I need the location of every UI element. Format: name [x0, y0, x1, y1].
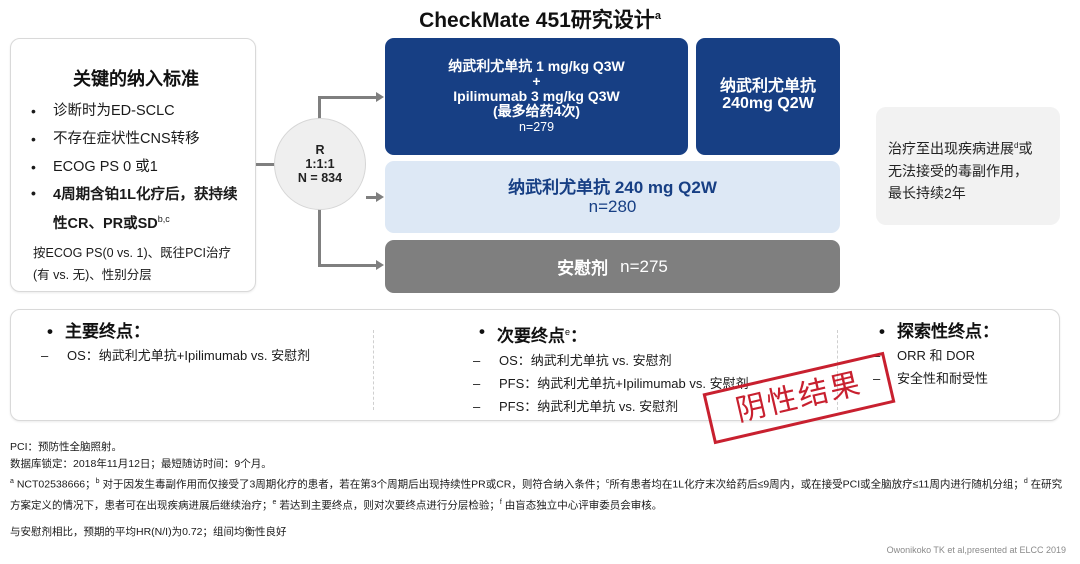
- connector-line: [318, 96, 321, 119]
- randomization-circle: R 1:1:1 N = 834: [274, 118, 366, 210]
- inclusion-heading: 关键的纳入标准: [73, 69, 199, 89]
- connector-line: [256, 163, 275, 166]
- inclusion-item: 4周期含铂1L化疗后，获持续性CR、PR或SDb,c: [29, 181, 243, 236]
- arm-nivo-mono: 纳武利尤单抗 240 mg Q2W n=280: [385, 161, 840, 233]
- arm-nivo-ipi-induction: 纳武利尤单抗 1 mg/kg Q3W + Ipilimumab 3 mg/kg …: [385, 38, 688, 155]
- endpoint-item: PFS：纳武利尤单抗 vs. 安慰剂: [473, 395, 749, 418]
- endpoints-box: 主要终点： OS：纳武利尤单抗+Ipilimumab vs. 安慰剂 次要终点e…: [10, 309, 1060, 421]
- slide-title: CheckMate 451研究设计a: [419, 9, 661, 32]
- citation: Owonikoko TK et al,presented at ELCC 201…: [886, 545, 1066, 555]
- connector-line: [318, 264, 376, 267]
- arrow-icon: [376, 192, 384, 202]
- stratification-note: 按ECOG PS(0 vs. 1)、既往PCI治疗(有 vs. 无)、性别分层: [33, 245, 231, 282]
- inclusion-list: 诊断时为ED-SCLC 不存在症状性CNS转移 ECOG PS 0 或1 4周期…: [29, 97, 243, 236]
- arrow-icon: [376, 260, 384, 270]
- divider: [837, 330, 838, 410]
- treatment-duration-box: 治疗至出现疾病进展d或 无法接受的毒副作用， 最长持续2年: [876, 107, 1060, 225]
- connector-line: [318, 96, 376, 99]
- endpoint-item: OS：纳武利尤单抗+Ipilimumab vs. 安慰剂: [41, 344, 310, 367]
- inclusion-criteria-box: 关键的纳入标准 诊断时为ED-SCLC 不存在症状性CNS转移 ECOG PS …: [10, 38, 256, 292]
- divider: [373, 330, 374, 410]
- connector-line: [318, 209, 321, 267]
- primary-endpoints: 主要终点： OS：纳武利尤单抗+Ipilimumab vs. 安慰剂: [41, 320, 310, 367]
- arm-nivo-maintenance: 纳武利尤单抗 240mg Q2W: [696, 38, 840, 155]
- endpoint-item: ORR 和 DOR: [873, 344, 999, 367]
- arm-placebo: 安慰剂 n=275: [385, 240, 840, 293]
- endpoint-item: PFS：纳武利尤单抗+Ipilimumab vs. 安慰剂: [473, 372, 749, 395]
- endpoint-item: 安全性和耐受性: [873, 367, 999, 390]
- inclusion-item: 诊断时为ED-SCLC: [29, 97, 243, 125]
- inclusion-item: 不存在症状性CNS转移: [29, 125, 243, 153]
- arrow-icon: [376, 92, 384, 102]
- footnotes: PCI：预防性全脑照射。 数据库锁定：2018年11月12日；最短随访时间：9个…: [10, 441, 1063, 538]
- secondary-endpoints: 次要终点e： OS：纳武利尤单抗 vs. 安慰剂 PFS：纳武利尤单抗+Ipil…: [473, 320, 749, 418]
- exploratory-endpoints: 探索性终点： ORR 和 DOR 安全性和耐受性: [873, 320, 999, 390]
- endpoint-item: OS：纳武利尤单抗 vs. 安慰剂: [473, 349, 749, 372]
- inclusion-item: ECOG PS 0 或1: [29, 153, 243, 181]
- connector-line: [366, 196, 376, 199]
